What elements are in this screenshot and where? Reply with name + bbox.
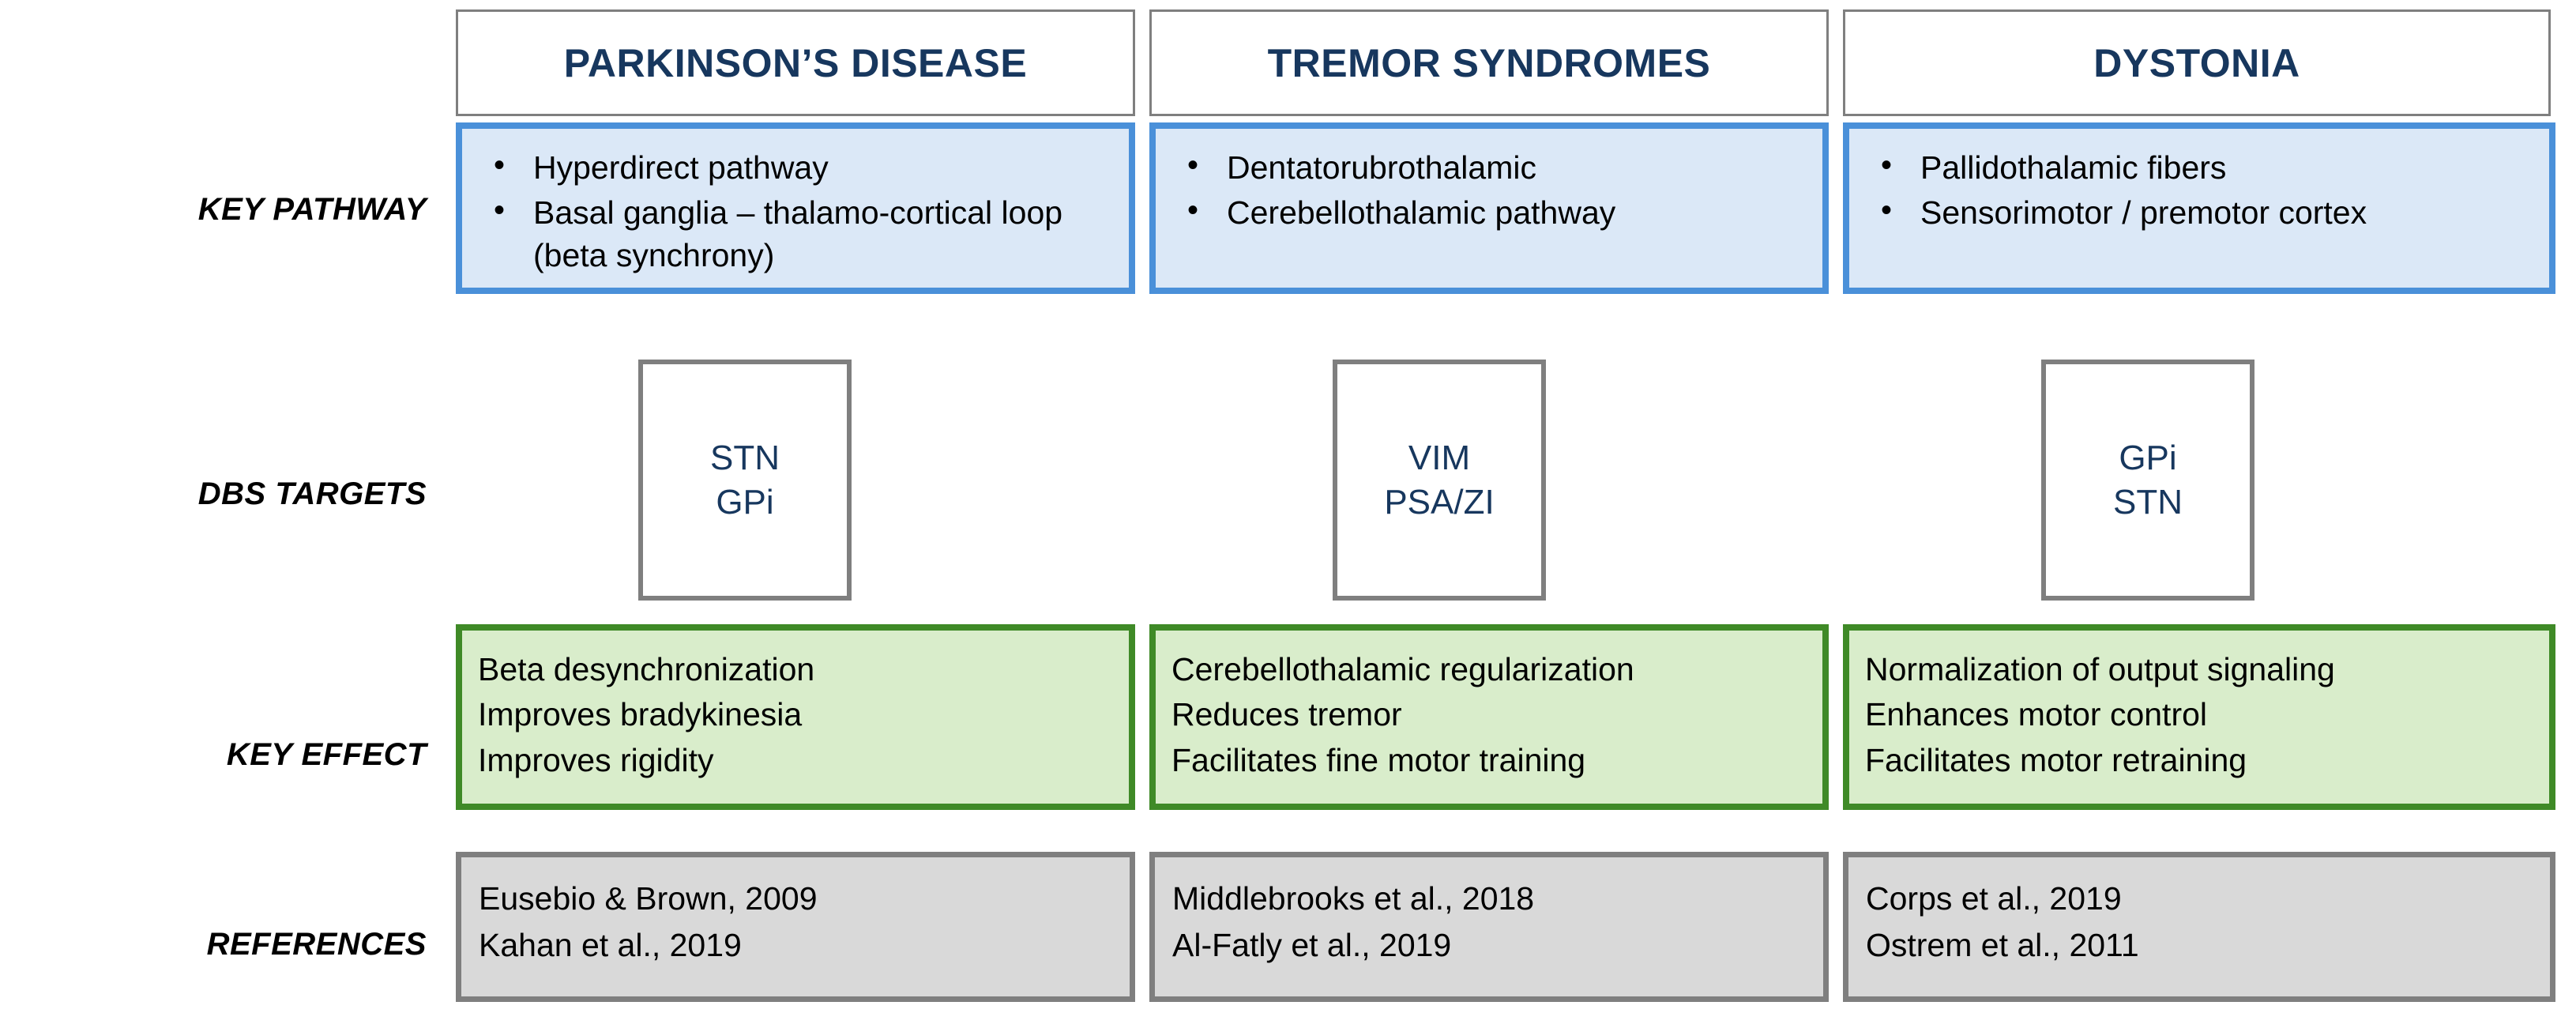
effect-cell-3: Normalization of output signaling Enhanc… bbox=[1843, 624, 2555, 810]
references-list: Corps et al., 2019 Ostrem et al., 2011 bbox=[1866, 878, 2537, 967]
dbs-target-cell-1: STN GPi bbox=[638, 360, 852, 601]
column-header-label: DYSTONIA bbox=[2093, 40, 2300, 85]
list-item: Al-Fatly et al., 2019 bbox=[1172, 927, 1452, 964]
dbs-target-value: VIM bbox=[1408, 438, 1471, 477]
list-item: Improves rigidity bbox=[478, 741, 714, 778]
list-item: Ostrem et al., 2011 bbox=[1866, 927, 2139, 964]
pathway-cell-1: Hyperdirect pathway Basal ganglia – thal… bbox=[456, 122, 1135, 294]
effect-list: Cerebellothalamic regularization Reduces… bbox=[1171, 650, 1810, 781]
dbs-target-value: GPi bbox=[2119, 438, 2177, 477]
list-item: Eusebio & Brown, 2009 bbox=[479, 880, 818, 917]
effect-cell-2: Cerebellothalamic regularization Reduces… bbox=[1149, 624, 1829, 810]
dbs-target-cell-2: VIM PSA/ZI bbox=[1333, 360, 1546, 601]
list-item: Facilitates motor retraining bbox=[1865, 741, 2247, 778]
list-item: Cerebellothalamic pathway bbox=[1170, 190, 1808, 235]
pathway-cell-2: Dentatorubrothalamic Cerebellothalamic p… bbox=[1149, 122, 1829, 294]
dbs-target-value: GPi bbox=[716, 482, 774, 522]
column-header-label: TREMOR SYNDROMES bbox=[1267, 40, 1711, 85]
pathway-list: Dentatorubrothalamic Cerebellothalamic p… bbox=[1170, 145, 1808, 235]
list-item: Reduces tremor bbox=[1171, 696, 1402, 733]
list-item: Facilitates fine motor training bbox=[1171, 741, 1586, 778]
references-cell-3: Corps et al., 2019 Ostrem et al., 2011 bbox=[1843, 852, 2555, 1002]
references-list: Eusebio & Brown, 2009 Kahan et al., 2019 bbox=[479, 878, 1117, 967]
dbs-target-cell-3: GPi STN bbox=[2041, 360, 2254, 601]
list-item: Normalization of output signaling bbox=[1865, 651, 2335, 687]
list-item: Cerebellothalamic regularization bbox=[1171, 651, 1634, 687]
references-cell-1: Eusebio & Brown, 2009 Kahan et al., 2019 bbox=[456, 852, 1135, 1002]
row-label-references: REFERENCES bbox=[206, 927, 427, 962]
column-header-2: TREMOR SYNDROMES bbox=[1149, 9, 1829, 116]
list-item: Corps et al., 2019 bbox=[1866, 880, 2122, 917]
list-item: Beta desynchronization bbox=[478, 651, 815, 687]
row-label-dbs-targets: DBS TARGETS bbox=[197, 476, 427, 511]
column-header-3: DYSTONIA bbox=[1843, 9, 2551, 116]
column-header-1: PARKINSON’S DISEASE bbox=[456, 9, 1135, 116]
pathway-list: Pallidothalamic fibers Sensorimotor / pr… bbox=[1863, 145, 2535, 235]
list-item: Middlebrooks et al., 2018 bbox=[1172, 880, 1535, 917]
list-item: Hyperdirect pathway bbox=[476, 145, 1115, 190]
pathway-cell-3: Pallidothalamic fibers Sensorimotor / pr… bbox=[1843, 122, 2555, 294]
column-header-label: PARKINSON’S DISEASE bbox=[563, 40, 1028, 85]
list-item: Improves bradykinesia bbox=[478, 696, 803, 733]
effect-list: Normalization of output signaling Enhanc… bbox=[1865, 650, 2537, 781]
list-item: Dentatorubrothalamic bbox=[1170, 145, 1808, 190]
dbs-target-value: STN bbox=[710, 438, 780, 477]
dbs-target-value: STN bbox=[2113, 482, 2183, 522]
list-item: Sensorimotor / premotor cortex bbox=[1863, 190, 2535, 235]
list-item: Basal ganglia – thalamo-cortical loop (b… bbox=[476, 190, 1115, 277]
references-cell-2: Middlebrooks et al., 2018 Al-Fatly et al… bbox=[1149, 852, 1829, 1002]
dbs-target-value: PSA/ZI bbox=[1384, 482, 1495, 522]
row-label-key-pathway: KEY PATHWAY bbox=[197, 192, 427, 227]
effect-cell-1: Beta desynchronization Improves bradykin… bbox=[456, 624, 1135, 810]
list-item: Kahan et al., 2019 bbox=[479, 927, 742, 964]
row-label-key-effect: KEY EFFECT bbox=[226, 737, 427, 772]
list-item: Pallidothalamic fibers bbox=[1863, 145, 2535, 190]
effect-list: Beta desynchronization Improves bradykin… bbox=[478, 650, 1116, 781]
list-item: Enhances motor control bbox=[1865, 696, 2208, 733]
references-list: Middlebrooks et al., 2018 Al-Fatly et al… bbox=[1172, 878, 1811, 967]
pathway-list: Hyperdirect pathway Basal ganglia – thal… bbox=[476, 145, 1115, 277]
